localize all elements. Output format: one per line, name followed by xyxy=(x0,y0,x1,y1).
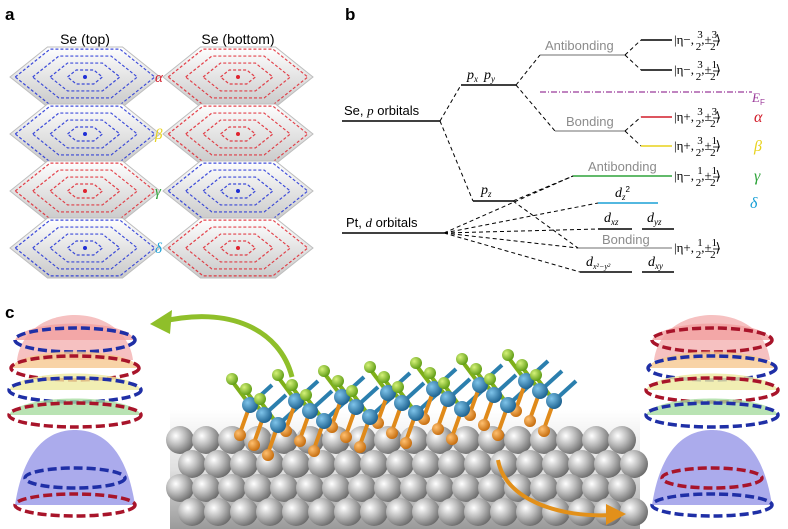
ptse2-lattice xyxy=(226,349,578,461)
pt-d-label: Pt, d orbitals xyxy=(346,215,418,230)
panel-a-greek-labels: α β γ δ xyxy=(154,70,164,257)
spin-hexagon xyxy=(9,103,161,165)
orange-arrow-head xyxy=(606,504,626,525)
se-top-title: Se (top) xyxy=(60,31,110,47)
pz-label: pz xyxy=(480,183,492,199)
pt-substrate xyxy=(166,410,648,529)
panel-label-b: b xyxy=(345,5,355,24)
se-bottom-title: Se (bottom) xyxy=(201,31,274,47)
greek-label: γ xyxy=(754,168,761,185)
orange-arrow xyxy=(496,459,613,518)
greek-label: δ xyxy=(155,241,163,257)
fermi-level-label: EF xyxy=(751,90,765,107)
dyz-label: dyz xyxy=(647,211,662,227)
spin-hexagon xyxy=(162,103,314,165)
greek-label: β xyxy=(154,127,163,143)
spin-hexagon xyxy=(9,46,161,108)
panel-label-a: a xyxy=(5,5,15,24)
bonding-top-label: Bonding xyxy=(566,114,614,129)
dxy-label: dxy xyxy=(648,255,663,271)
antibonding-mid-label: Antibonding xyxy=(588,159,657,174)
greek-label: α xyxy=(155,70,164,86)
right-spin-texture-cones xyxy=(644,315,780,518)
greek-label: β xyxy=(753,138,762,155)
dz2-label: dz2 xyxy=(615,185,631,202)
spin-hexagon xyxy=(162,46,314,108)
greek-label: γ xyxy=(155,184,162,200)
se-p-label: Se, p orbitals xyxy=(344,103,420,118)
greek-label: δ xyxy=(750,195,758,212)
bonding-low-label: Bonding xyxy=(602,232,650,247)
left-spin-texture-cones xyxy=(7,315,143,518)
spin-hexagon xyxy=(162,160,314,222)
dxz-label: dxz xyxy=(604,211,619,227)
spin-hexagon xyxy=(9,160,161,222)
green-arrow xyxy=(159,314,295,378)
green-arrow-head xyxy=(150,310,172,334)
panel-label-c: c xyxy=(5,303,14,322)
antibonding-top-label: Antibonding xyxy=(545,38,614,53)
spin-hexagon xyxy=(162,217,314,279)
dx2y2-label: dx²−y² xyxy=(586,255,611,271)
greek-label: α xyxy=(754,109,763,126)
panel-a-hexagons xyxy=(9,46,314,279)
spin-hexagon xyxy=(9,217,161,279)
